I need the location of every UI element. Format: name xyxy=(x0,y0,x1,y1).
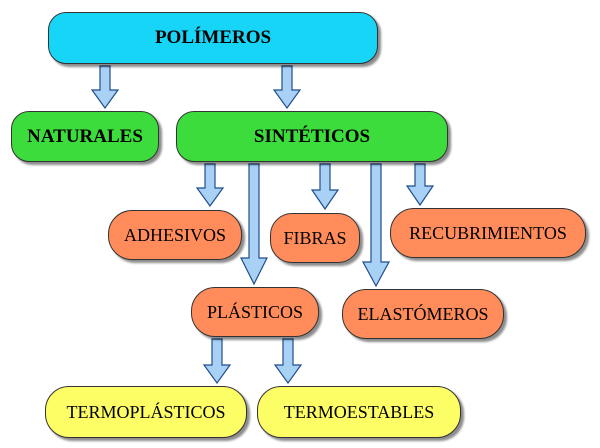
arrow-root-synthetic xyxy=(272,65,302,110)
node-adhesivos-label: ADHESIVOS xyxy=(123,224,226,245)
arrow-synthetic-elastomers xyxy=(361,163,391,288)
node-adhesivos: ADHESIVOS xyxy=(108,210,242,260)
node-termoplasticos-label: TERMOPLÁSTICOS xyxy=(66,401,226,422)
node-naturales: NATURALES xyxy=(11,111,159,162)
node-recubrimientos-label: RECUBRIMIENTOS xyxy=(409,222,567,243)
node-termoestables-label: TERMOESTABLES xyxy=(283,401,435,422)
node-elastomeros-label: ELASTÓMEROS xyxy=(357,303,489,324)
node-elastomeros: ELASTÓMEROS xyxy=(342,289,504,339)
arrow-synthetic-fibers xyxy=(310,163,340,211)
node-fibras: FIBRAS xyxy=(270,213,360,263)
node-sinteticos-label: SINTÉTICOS xyxy=(253,125,371,147)
arrow-synthetic-coatings xyxy=(405,163,435,207)
arrow-plastics-thermosets xyxy=(273,338,303,385)
node-sinteticos: SINTÉTICOS xyxy=(176,111,448,162)
node-recubrimientos: RECUBRIMIENTOS xyxy=(390,208,586,258)
node-termoplasticos: TERMOPLÁSTICOS xyxy=(45,386,247,438)
node-termoestables: TERMOESTABLES xyxy=(257,386,461,438)
node-plasticos-label: PLÁSTICOS xyxy=(206,301,304,322)
arrow-root-natural xyxy=(90,65,120,110)
node-fibras-label: FIBRAS xyxy=(283,227,347,248)
arrow-plastics-thermoplastics xyxy=(202,338,232,385)
node-polimeros-label: POLÍMEROS xyxy=(154,27,272,48)
node-plasticos: PLÁSTICOS xyxy=(191,287,319,337)
node-naturales-label: NATURALES xyxy=(27,125,143,147)
arrow-synthetic-plastics xyxy=(240,163,268,286)
node-polimeros: POLÍMEROS xyxy=(48,12,378,64)
arrow-synthetic-adhesives xyxy=(195,163,225,208)
